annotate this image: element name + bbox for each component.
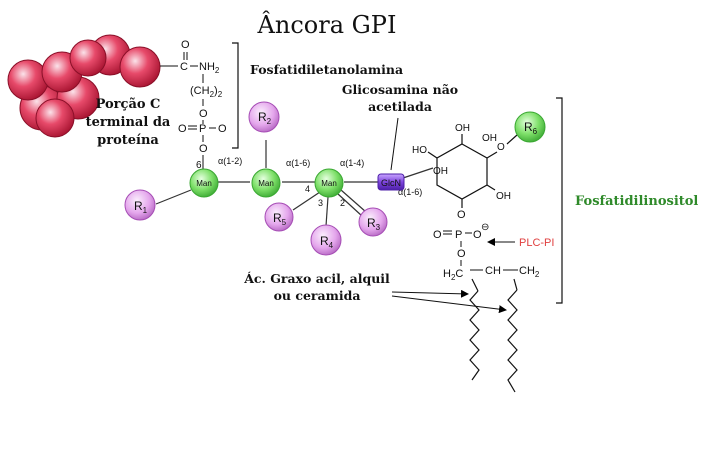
svg-text:(CH2)2: (CH2)2: [190, 85, 223, 99]
svg-text:proteína: proteína: [97, 133, 159, 148]
svg-text:HO: HO: [412, 145, 427, 156]
svg-text:OH: OH: [496, 191, 511, 202]
svg-text:O: O: [218, 123, 227, 135]
svg-text:O: O: [433, 229, 442, 241]
svg-text:O: O: [199, 108, 208, 120]
plc-label: PLC-PI: [519, 237, 554, 249]
svg-text:GlcN: GlcN: [381, 178, 401, 188]
mannose-2: Man: [252, 169, 280, 197]
svg-text:C: C: [180, 61, 188, 73]
svg-text:Porção C: Porção C: [96, 97, 161, 112]
svg-text:O: O: [178, 123, 187, 135]
ethanolamine-phosphate: O C NH2 (CH2)2 O O P O O 6: [160, 39, 227, 173]
svg-text:⊖: ⊖: [481, 222, 489, 233]
svg-text:α(1-6): α(1-6): [286, 158, 310, 168]
svg-text:Glicosamina não: Glicosamina não: [342, 82, 458, 97]
r-group-5: R5: [265, 203, 293, 231]
svg-text:OH: OH: [455, 123, 470, 134]
pi-label: Fosfatidilinositol: [575, 194, 698, 209]
fatty-chains: [470, 279, 517, 392]
svg-text:P: P: [199, 123, 206, 135]
svg-text:3: 3: [318, 198, 323, 208]
protein-label: Porção C terminal da proteína: [86, 97, 171, 148]
svg-text:4: 4: [305, 184, 310, 194]
r-group-3: R3: [359, 208, 387, 236]
glcn-note: Glicosamina não acetilada: [342, 82, 458, 114]
glucosamine: GlcN: [378, 174, 404, 190]
svg-text:O: O: [457, 248, 466, 260]
r-group-2: R2: [249, 102, 279, 132]
mannose-3: Man: [315, 169, 343, 197]
svg-text:OH: OH: [433, 166, 448, 177]
pe-bracket: [232, 43, 238, 148]
glcn-pointer: [391, 118, 398, 170]
svg-text:CH: CH: [485, 265, 501, 277]
pi-bracket: [556, 98, 562, 303]
svg-text:NH2: NH2: [199, 61, 220, 75]
r-group-1: R1: [125, 190, 155, 220]
svg-text:Man: Man: [321, 179, 337, 188]
svg-text:ou ceramida: ou ceramida: [274, 288, 361, 303]
svg-text:Man: Man: [258, 179, 274, 188]
svg-text:CH2: CH2: [519, 265, 540, 279]
fatty-arrow-1: [392, 292, 468, 294]
svg-text:P: P: [455, 229, 462, 241]
svg-text:H2C: H2C: [443, 268, 463, 282]
r-group-4: R4: [311, 225, 341, 255]
r-group-6: R6: [515, 112, 545, 142]
svg-text:OH: OH: [482, 133, 497, 144]
svg-text:2: 2: [340, 198, 345, 208]
svg-text:α(1-4): α(1-4): [340, 158, 364, 168]
svg-text:Man: Man: [196, 179, 212, 188]
fatty-arrow-2: [392, 296, 506, 310]
pe-label: Fosfatidiletanolamina: [250, 62, 403, 77]
fatty-label: Ác. Graxo acil, alquil ou ceramida: [243, 271, 390, 303]
svg-text:terminal da: terminal da: [86, 115, 171, 130]
diagram-title: Âncora GPI: [257, 10, 397, 39]
svg-text:acetilada: acetilada: [368, 99, 432, 114]
svg-text:Ác. Graxo acil, alquil: Ác. Graxo acil, alquil: [243, 271, 390, 286]
mannose-1: Man: [190, 169, 218, 197]
svg-text:α(1-2): α(1-2): [218, 156, 242, 166]
svg-text:O: O: [199, 143, 208, 155]
svg-text:O: O: [181, 39, 190, 51]
svg-text:O: O: [497, 142, 505, 153]
svg-text:O: O: [457, 209, 466, 221]
